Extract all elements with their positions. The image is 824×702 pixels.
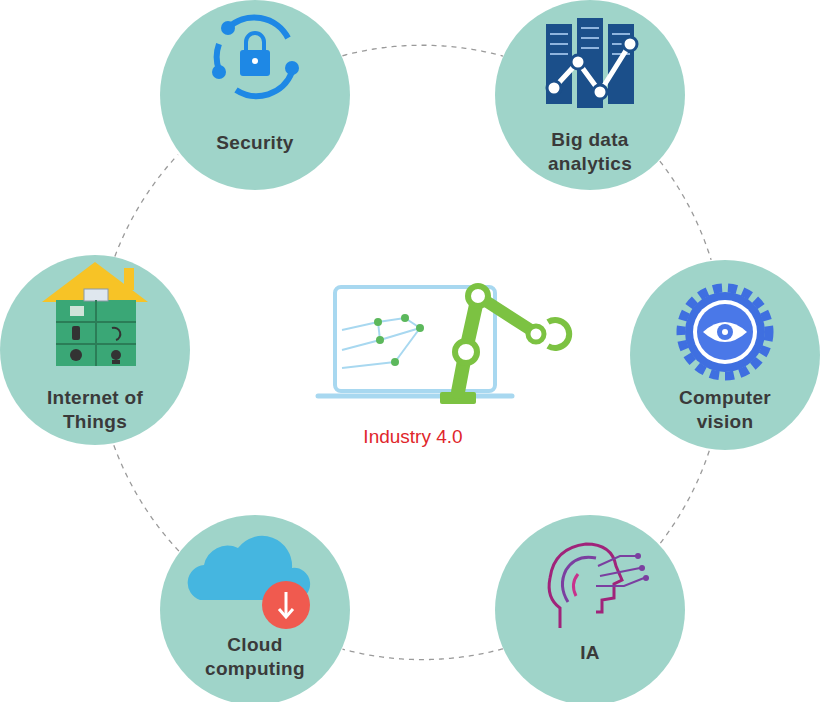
topic-label: IA — [520, 641, 660, 665]
circle-fill — [495, 0, 685, 190]
topic-label: Computer vision — [655, 386, 795, 434]
topic-circle: Computer vision — [630, 260, 820, 450]
industry-illustration — [318, 286, 569, 404]
topic-circle: Cloud computing — [160, 515, 350, 702]
circle-shape — [495, 515, 685, 702]
ring-connector — [115, 155, 178, 257]
topic-label: Internet of Things — [25, 386, 165, 434]
topic-circle: Big data analytics — [495, 0, 685, 190]
ring-connector — [342, 649, 503, 660]
topic-circle: Security — [160, 0, 350, 190]
circle-fill — [160, 515, 350, 702]
center-title: Industry 4.0 — [363, 426, 462, 448]
topic-circle: Internet of Things — [0, 255, 190, 445]
circle-fill — [630, 260, 820, 450]
circle-fill — [495, 515, 685, 702]
topic-circle: IA — [495, 515, 685, 702]
ring-connector — [342, 45, 503, 56]
circle-shape — [160, 0, 350, 190]
big-data-icon — [546, 18, 637, 108]
topic-label: Cloud computing — [185, 633, 325, 681]
ring-connector — [114, 445, 179, 551]
ring-connector — [660, 451, 709, 543]
topic-label: Big data analytics — [520, 128, 660, 176]
circle-fill — [160, 0, 350, 190]
circle-fill — [0, 255, 190, 445]
topic-label: Security — [185, 131, 325, 155]
ring-connector — [660, 161, 711, 260]
